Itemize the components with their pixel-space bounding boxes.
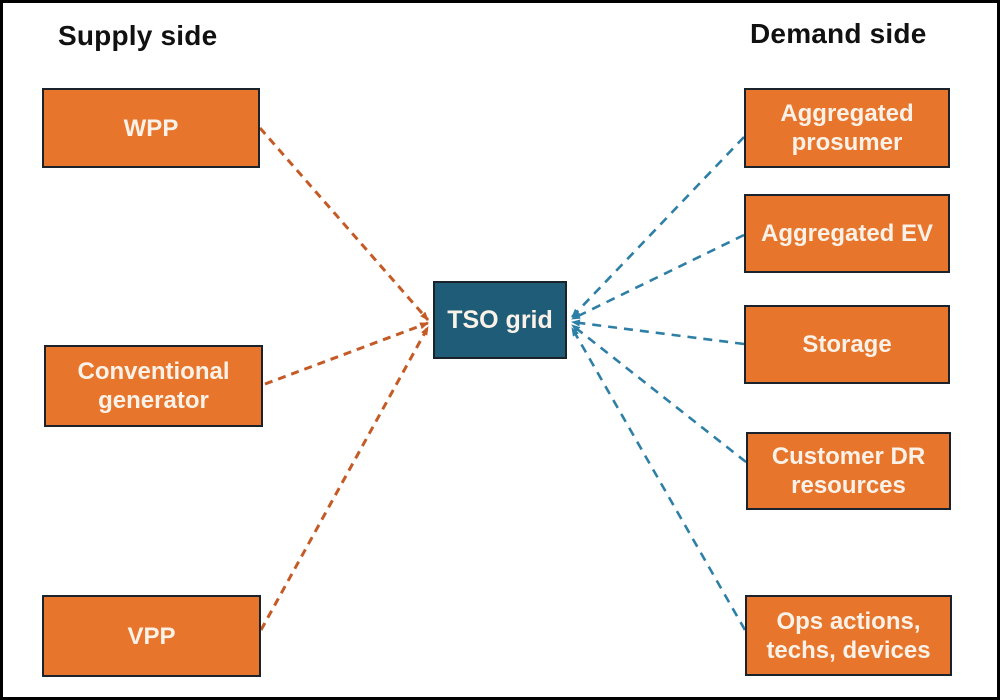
link-wpp-to-tso (258, 127, 430, 321)
link-conventional-generator-to-tso (264, 321, 429, 386)
link-storage-to-tso (571, 319, 745, 346)
demand-side-heading: Demand side (750, 18, 927, 49)
node-conventional-generator: Conventional generator (44, 345, 263, 427)
node-storage: Storage (744, 305, 950, 384)
link-aggregated-prosumer-to-tso (571, 136, 745, 318)
node-wpp: WPP (42, 88, 260, 168)
node-aggregated-prosumer: Aggregated prosumer (744, 88, 950, 168)
node-tso-grid: TSO grid (433, 281, 567, 359)
link-customer-dr-to-tso (571, 323, 747, 464)
node-vpp: VPP (42, 595, 261, 677)
node-ops-actions-techs-devices: Ops actions, techs, devices (745, 595, 952, 676)
link-ops-actions-to-tso (570, 327, 747, 631)
link-aggregated-ev-to-tso (571, 233, 745, 321)
link-vpp-to-tso (259, 326, 430, 631)
node-customer-dr-resources: Customer DR resources (746, 432, 951, 510)
node-aggregated-ev: Aggregated EV (744, 194, 950, 273)
supply-side-heading: Supply side (58, 20, 218, 51)
